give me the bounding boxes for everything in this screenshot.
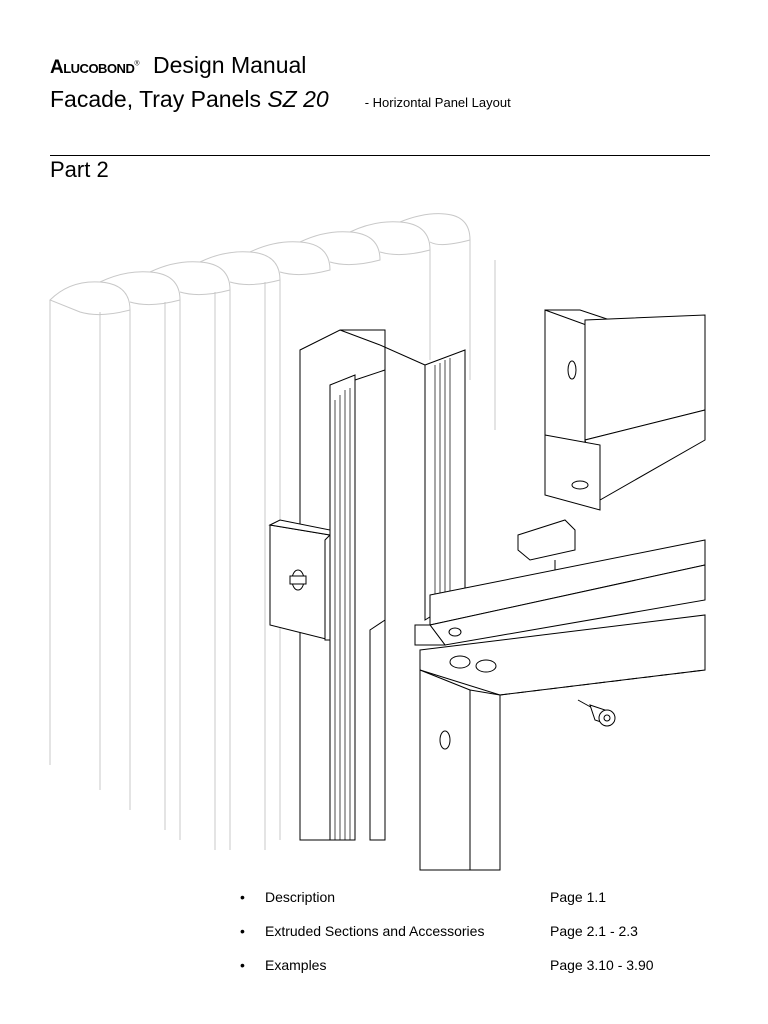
wall-bracket [268,519,331,641]
product-line: Facade, Tray Panels SZ 20 - Horizontal P… [50,86,710,116]
upper-horizontal-profile [544,309,706,511]
product-title-text: Facade, Tray Panels [50,86,268,112]
bullet-icon: • [240,923,245,939]
brand-name: Alucobond [50,57,135,78]
toc-item[interactable]: • Extruded Sections and Accessories Page… [240,914,720,948]
table-of-contents: • Description Page 1.1 • Extruded Sectio… [240,880,720,982]
toc-page: Page 2.1 - 2.3 [550,923,638,939]
self-tapping-screw [577,699,616,727]
isometric-facade-substructure-drawing [49,213,706,871]
bullet-icon: • [240,889,245,905]
toc-item[interactable]: • Description Page 1.1 [240,880,720,914]
toc-label: Examples [265,957,327,973]
bullet-icon: • [240,957,245,973]
product-code: SZ 20 [267,86,329,112]
part-label: Part 2 [50,157,109,182]
registered-mark: ® [134,60,139,68]
header-divider [50,155,710,156]
manual-title: Design Manual [153,52,307,78]
toc-page: Page 1.1 [550,889,607,905]
document-header: Alucobond® Design Manual Facade, Tray Pa… [50,52,710,116]
lower-horizontal-rail [414,539,706,696]
tray-panel [419,669,706,871]
toc-page: Page 3.10 - 3.90 [550,957,654,973]
brand-logo: Alucobond® [50,57,139,79]
brand-line: Alucobond® Design Manual [50,52,710,82]
toc-item[interactable]: • Examples Page 3.10 - 3.90 [240,948,720,982]
toc-label: Extruded Sections and Accessories [265,923,485,939]
vertical-mullion [299,329,466,841]
product-title: Facade, Tray Panels SZ 20 [50,86,329,113]
product-subtitle: - Horizontal Panel Layout [364,95,511,110]
toc-label: Description [265,889,336,905]
